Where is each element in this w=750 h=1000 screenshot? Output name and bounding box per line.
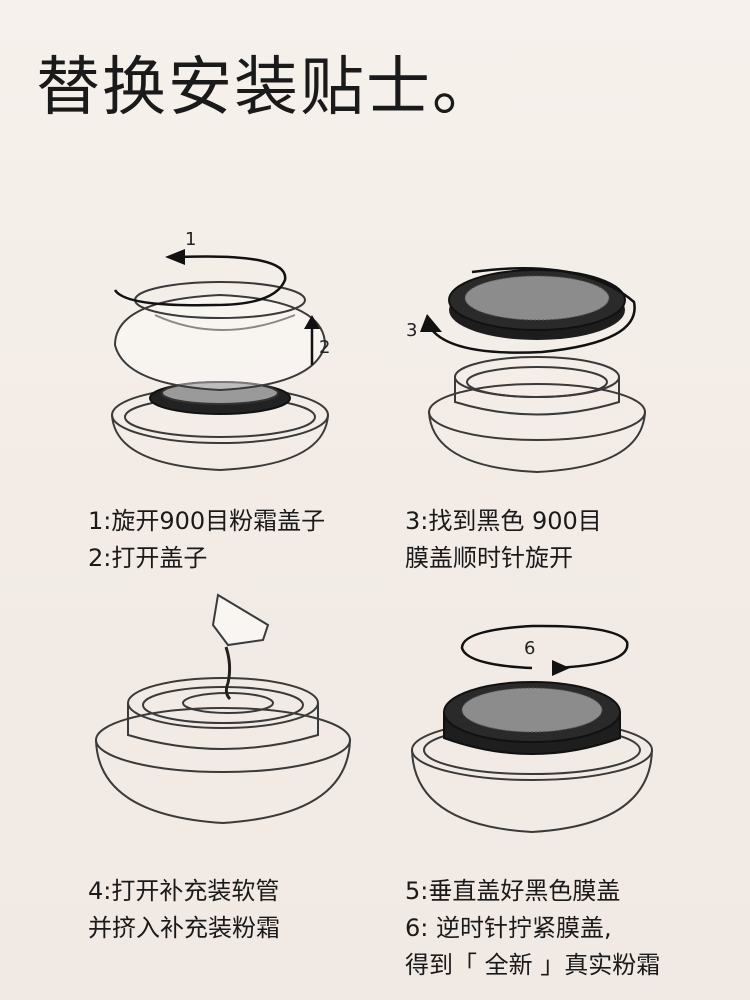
step-4-illustration: 6 (402, 620, 662, 845)
step-4-caption: 5:垂直盖好黑色膜盖 6: 逆时针拧紧膜盖, 得到「 全新 」真实粉霜 (405, 873, 660, 985)
step-2-caption-line: 膜盖顺时针旋开 (405, 544, 573, 573)
step-2-caption-line: 3:找到黑色 900目 (405, 507, 602, 535)
step-3-caption-line: 并挤入补充装粉霜 (88, 914, 280, 943)
step-2-caption: 3:找到黑色 900目 膜盖顺时针旋开 (405, 503, 602, 577)
step-3-caption: 4:打开补充装软管 并挤入补充装粉霜 (88, 873, 280, 947)
step-1-arrow-label-1: 1 (185, 229, 196, 250)
step-1-caption-line: 2:打开盖子 (88, 544, 208, 573)
page-title: 替换安装贴士。 (36, 50, 498, 125)
step-2-arrow-label: 3 (406, 320, 417, 341)
step-4-caption-line: 得到「 全新 」真实粉霜 (405, 951, 661, 980)
step-4-arrow-label: 6 (524, 638, 535, 659)
step-1-illustration: 1 2 (95, 225, 345, 475)
step-4-caption-line: 5:垂直盖好黑色膜盖 (405, 877, 621, 905)
step-1-caption-line: 1:旋开900目粉霜盖子 (88, 507, 326, 535)
step-4-caption-line: 6: 逆时针拧紧膜盖, (405, 914, 612, 943)
step-1-caption: 1:旋开900目粉霜盖子 2:打开盖子 (88, 503, 325, 577)
step-1-arrow-label-2: 2 (319, 337, 330, 358)
step-3-caption-line: 4:打开补充装软管 (88, 877, 280, 905)
step-3-illustration (88, 585, 358, 835)
step-2-illustration: 3 (402, 252, 662, 482)
